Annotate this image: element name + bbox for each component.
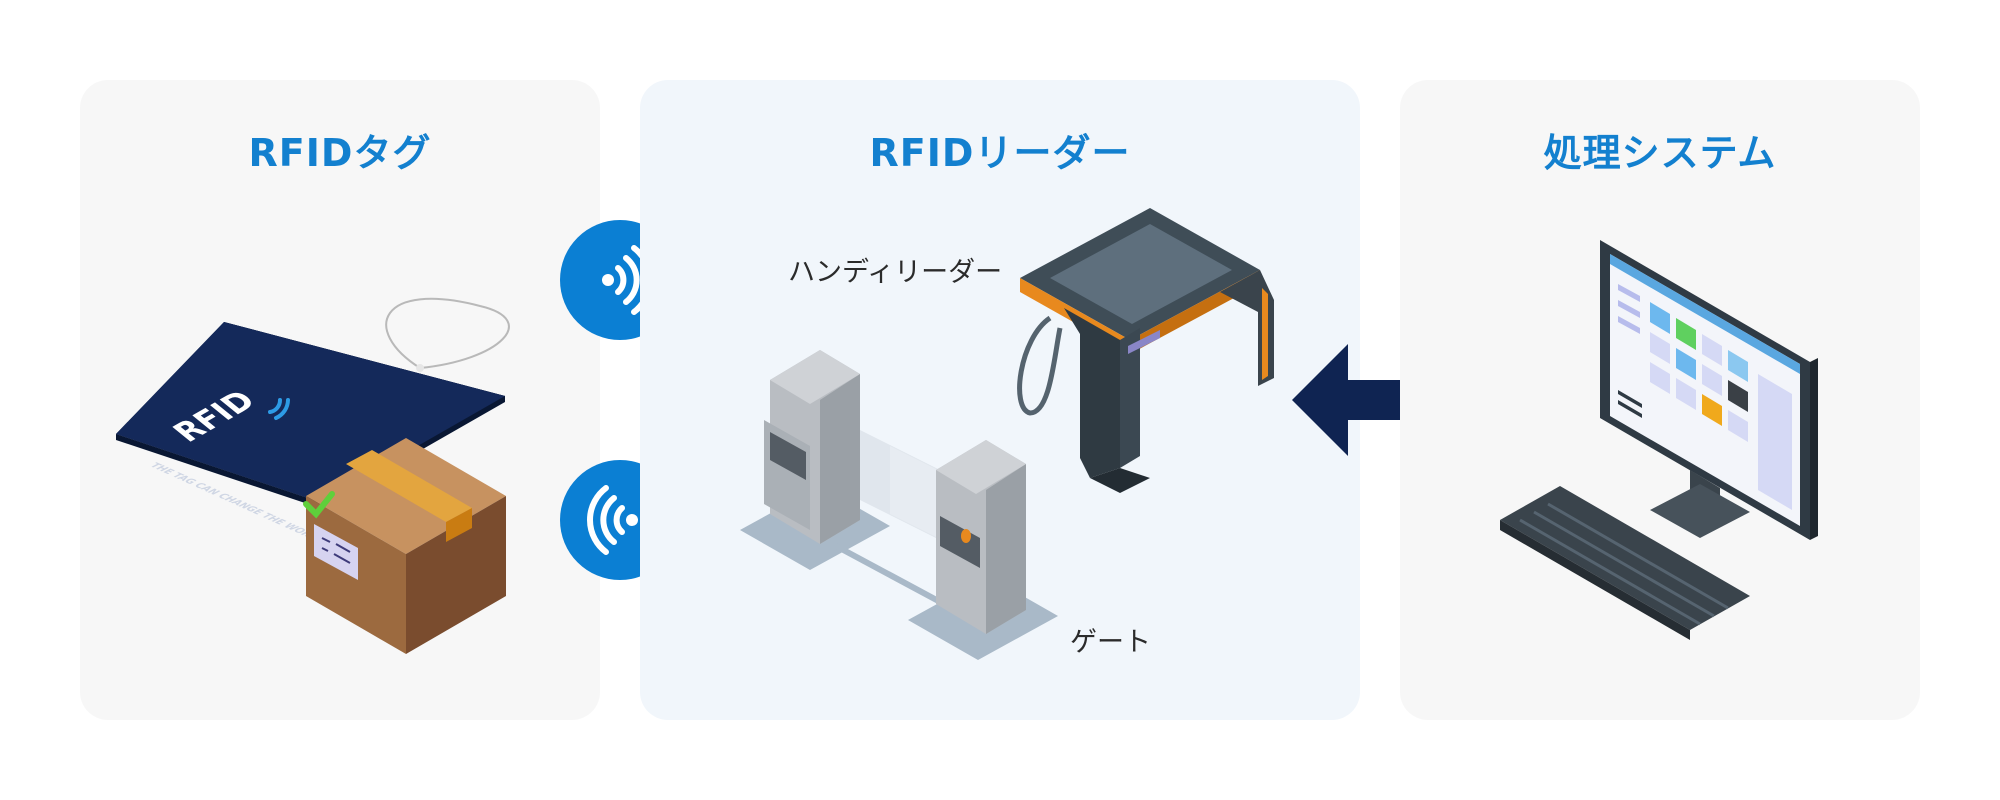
cardboard-box-illustration <box>303 438 506 654</box>
desktop-computer-illustration <box>1500 240 1818 640</box>
rfid-tag-panel: RFIDタグ RFID THE TAG CAN CHANGE THE WORLD <box>80 80 600 720</box>
rfid-tag-card-illustration: RFID THE TAG CAN CHANGE THE WORLD <box>116 297 510 545</box>
panel-title-system: 処理システム <box>1543 131 1777 175</box>
handy-reader-label: ハンディリーダー <box>788 257 1003 288</box>
rfid-reader-panel: RFIDリーダー ハンディリーダー ゲート <box>640 80 1360 720</box>
panel-title-reader: RFIDリーダー <box>869 131 1131 175</box>
processing-system-panel: 処理システム <box>1400 80 1920 720</box>
handy-reader-illustration <box>1017 208 1274 493</box>
panel-title-tag: RFIDタグ <box>248 131 432 175</box>
gate-label: ゲート <box>1070 627 1151 658</box>
gate-illustration <box>740 350 1058 660</box>
